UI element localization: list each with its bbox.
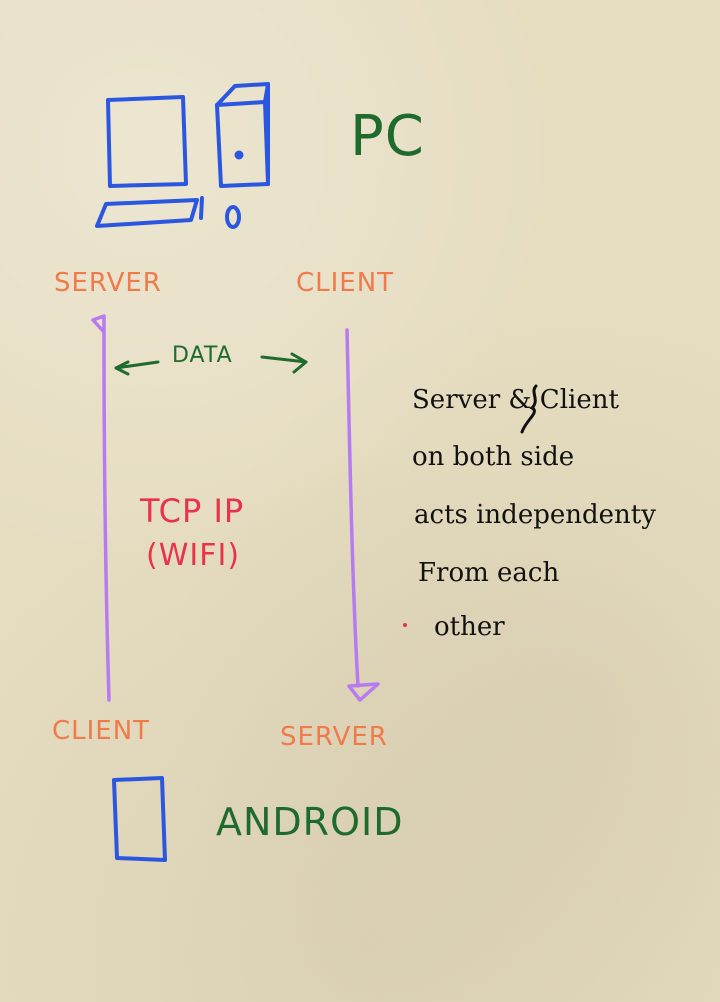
pc-client-label: CLIENT — [296, 268, 395, 298]
pc-title: PC — [350, 104, 425, 169]
phone-icon — [112, 776, 167, 862]
monitor-icon — [106, 95, 188, 188]
android-title: ANDROID — [216, 800, 404, 844]
note-line: other — [434, 612, 505, 642]
arrow-pc-to-android — [345, 328, 380, 702]
keyboard-icon — [95, 196, 204, 228]
computer-tower-icon — [215, 82, 270, 188]
wifi-label: (WIFI) — [146, 538, 241, 573]
data-double-arrow — [114, 352, 308, 376]
note-line: From each — [418, 558, 560, 588]
note-line: on both side — [412, 442, 575, 472]
tcp-ip-label: TCP IP — [140, 492, 245, 530]
pc-server-label: SERVER — [54, 268, 162, 298]
note-brace — [520, 384, 538, 434]
mouse-icon — [225, 205, 241, 229]
data-label: DATA — [172, 343, 233, 368]
note-line: Server & Client — [412, 385, 619, 415]
android-server-label: SERVER — [280, 722, 388, 752]
red-dot — [403, 623, 407, 627]
android-client-label: CLIENT — [52, 716, 151, 746]
note-line: acts independenty — [414, 500, 656, 530]
arrow-android-to-pc — [91, 314, 111, 702]
